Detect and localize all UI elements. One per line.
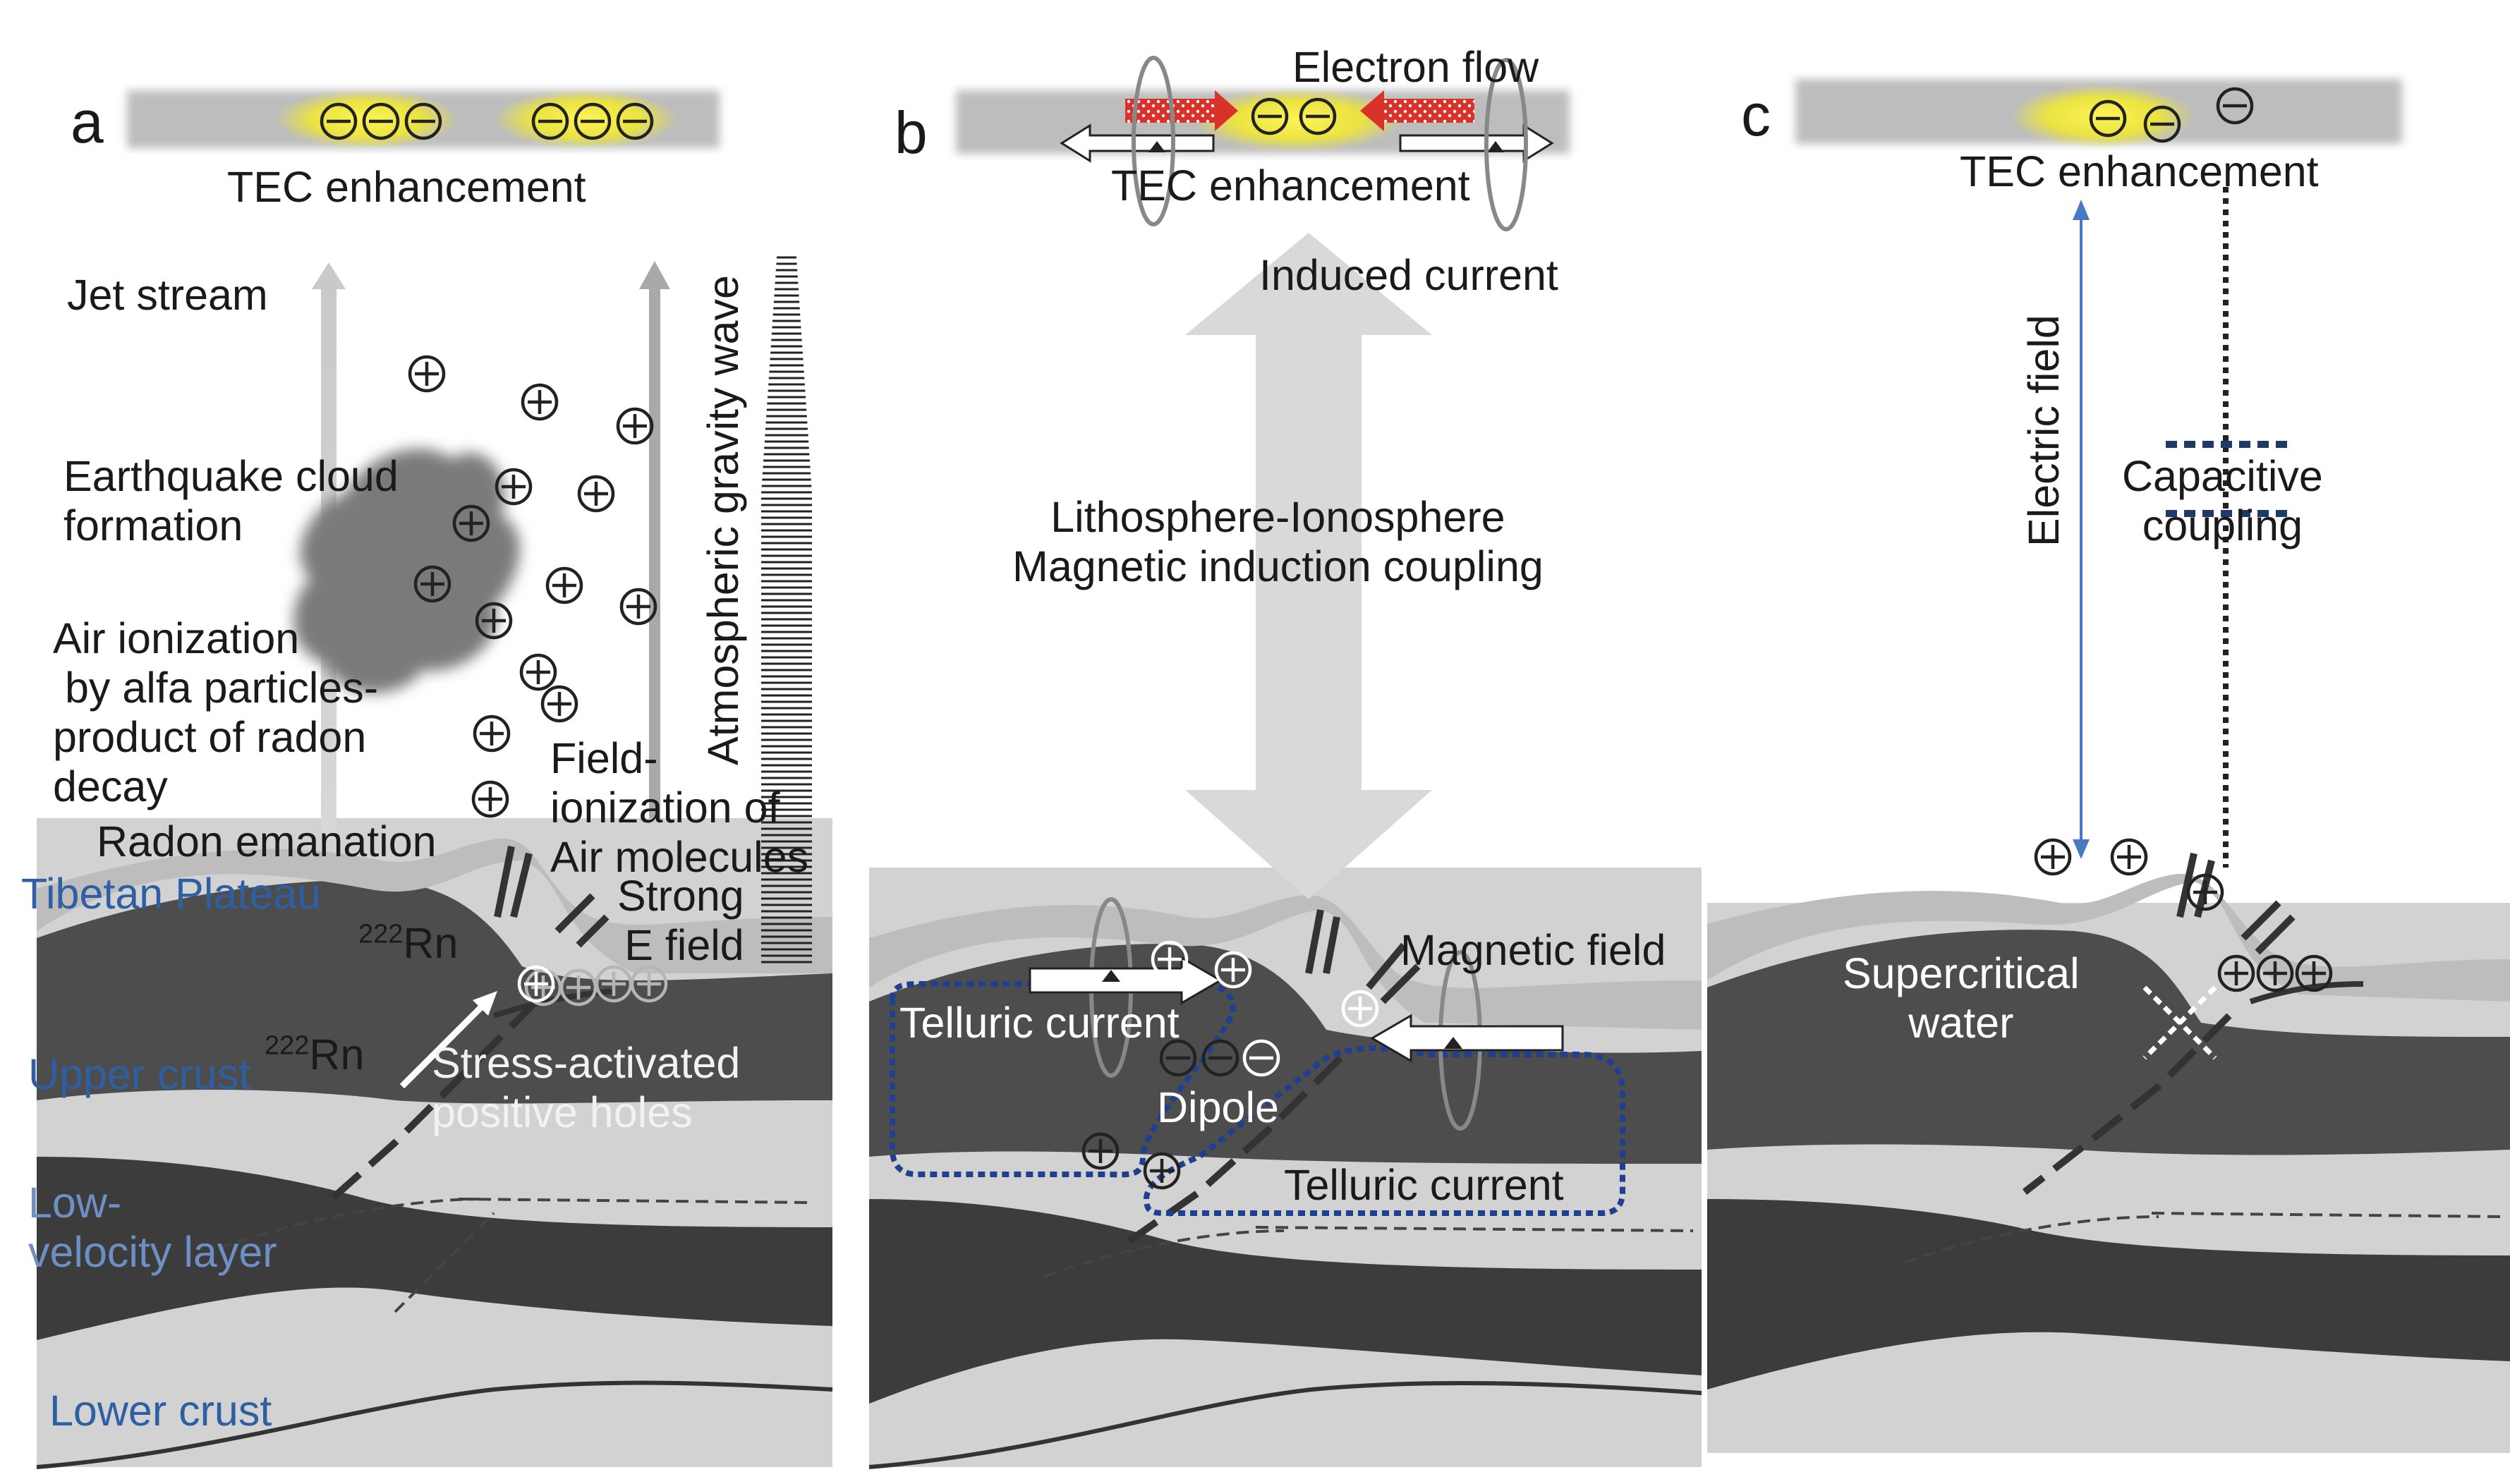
panel-b-magnetic-field-label: Magnetic field	[1400, 926, 1666, 974]
panel-a-rn-upper-symbol: Rn	[403, 919, 459, 967]
panel-c	[1707, 79, 2510, 1453]
panel-a-strong-field-label: Strong E field	[617, 872, 744, 970]
panel-b-telluric-arrow-left	[1029, 956, 1223, 1005]
panel-b-current-arrow-left	[1060, 123, 1215, 163]
panel-b-crust-section	[868, 868, 1702, 1469]
panel-a-positive-holes-label: Stress-activated positive holes	[432, 1039, 741, 1137]
panel-a-rn-lower: 222Rn	[265, 1030, 364, 1079]
panel-a-field-ionization-label: Field- ionization of Air molecules	[550, 734, 809, 882]
panel-c-crust-section	[1707, 852, 2510, 1453]
panel-a-rn-upper: 222Rn	[358, 918, 458, 968]
panel-a-upper-crust-label: Upper crust	[28, 1050, 251, 1098]
panel-a-tec-glow-2	[494, 90, 677, 149]
panel-a-rn-lower-mass: 222	[265, 1030, 310, 1061]
panel-a-tec-glow-1	[275, 90, 459, 149]
panel-a-positive-holes-arrow	[399, 991, 497, 1089]
panel-c-supercritical-label: Supercritical water	[1843, 949, 2080, 1047]
panel-c-electric-field-arrow	[2073, 200, 2090, 859]
panel-a-jet-stream-label: Jet stream	[67, 271, 268, 319]
panel-a-gravity-wave-hatch	[761, 256, 812, 963]
panel-b-telluric-left-label: Telluric current	[899, 999, 1180, 1047]
panel-b-induced-loop-right	[1484, 58, 1528, 231]
panel-a-crust-section	[36, 818, 833, 1469]
panel-b-telluric-arrow-right	[1370, 1014, 1564, 1063]
panel-a-air-ionization-label: Air ionization by alfa particles- produc…	[53, 614, 379, 811]
panel-b-induced-current-label: Induced current	[1259, 251, 1558, 299]
panel-b-induced-loop-left	[1132, 56, 1175, 226]
panel-c-supercritical-cross	[2142, 985, 2217, 1060]
panel-b	[868, 56, 1702, 1469]
panel-a-letter: a	[71, 89, 104, 155]
panel-b-coupling-double-arrow	[1185, 233, 1432, 899]
panel-b-coupling-label: Lithosphere-Ionosphere Magnetic inductio…	[1012, 493, 1544, 591]
panel-a-tec-label: TEC enhancement	[227, 163, 586, 211]
panel-a-low-velocity-label: Low- velocity layer	[28, 1179, 277, 1277]
panel-b-telluric-right-label: Telluric current	[1284, 1161, 1564, 1209]
panel-b-electron-flow-arrow-left	[1360, 90, 1474, 131]
panel-a-gravity-wave-label: Atmospheric gravity wave	[699, 275, 747, 765]
panel-b-dipole-label: Dipole	[1157, 1083, 1279, 1131]
panel-a-rn-lower-symbol: Rn	[309, 1030, 365, 1078]
panel-a-field-arrow	[639, 261, 670, 818]
panel-b-letter: b	[895, 99, 928, 166]
panel-c-capacitive-label: Capacitive coupling	[2122, 452, 2323, 550]
panel-c-tec-label: TEC enhancement	[1960, 147, 2319, 195]
panel-a	[36, 90, 833, 1469]
panel-a-lower-crust-label: Lower crust	[49, 1387, 272, 1435]
panel-b-electron-flow-label: Electron flow	[1292, 43, 1539, 91]
panel-b-tec-glow	[1192, 88, 1404, 152]
panel-a-earthquake-cloud-label: Earthquake cloud formation	[63, 452, 399, 550]
panel-c-tec-glow	[2011, 85, 2194, 148]
panel-a-radon-emanation-label: Radon emanation	[97, 817, 437, 865]
panel-a-tibetan-plateau-label: Tibetan Plateau	[21, 870, 322, 918]
panel-c-letter: c	[1741, 82, 1771, 148]
panel-b-telluric-loop-right	[1143, 1045, 1625, 1216]
panel-b-tec-label: TEC enhancement	[1111, 162, 1470, 209]
panel-a-rn-upper-mass: 222	[358, 919, 404, 949]
panel-c-electric-field-label: Electric field	[2020, 315, 2068, 547]
